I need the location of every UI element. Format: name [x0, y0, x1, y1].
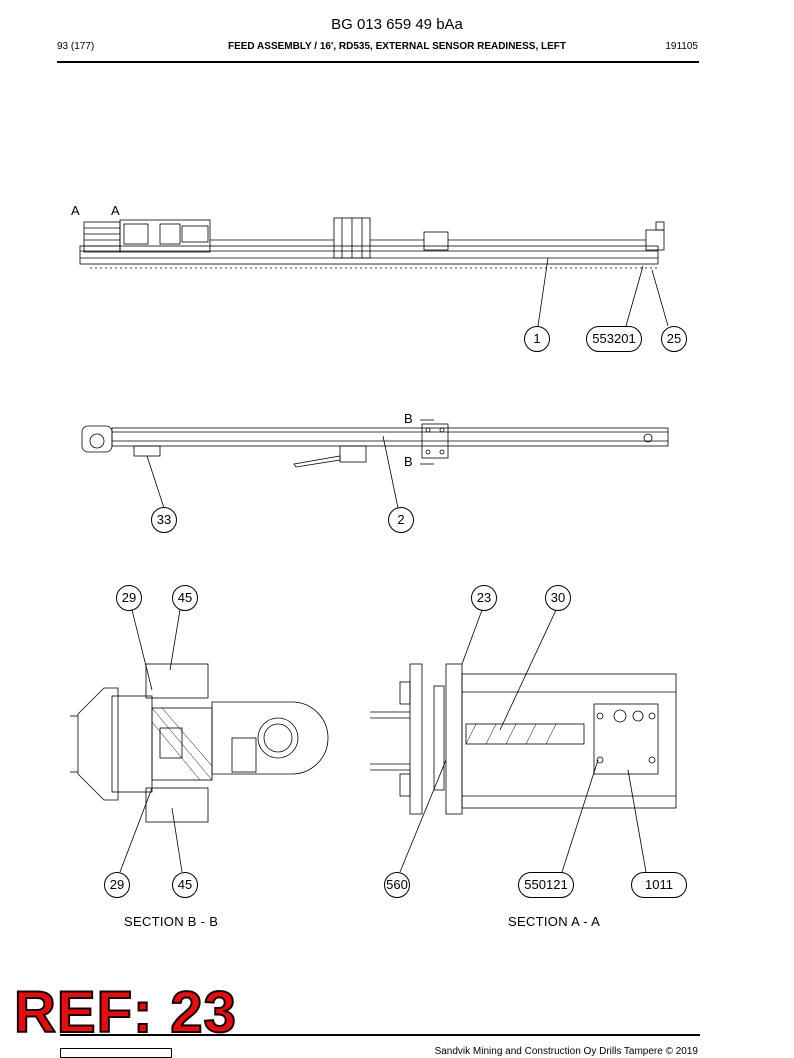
- view-letter-a-left: A: [71, 203, 80, 218]
- callout-label: 201: [614, 331, 636, 346]
- date-code: 191105: [665, 41, 698, 52]
- callout-label: 11: [659, 877, 673, 892]
- view-letter-a-right: A: [111, 203, 120, 218]
- callout-balloon: 560: [384, 872, 410, 898]
- view-letter-b-bottom: B: [404, 454, 413, 469]
- callout-balloon: 2: [388, 507, 414, 533]
- callout-balloon: 33: [151, 507, 177, 533]
- callout-balloon: 29: [104, 872, 130, 898]
- page-number: 93 (177): [57, 41, 95, 52]
- callout-balloon: 45: [172, 585, 198, 611]
- header-rule: [57, 61, 699, 63]
- callout-balloon: 1: [524, 326, 550, 352]
- callout-balloon-pair: 1011: [631, 872, 687, 898]
- callout-balloon: 23: [471, 585, 497, 611]
- callout-label: 553: [592, 331, 614, 346]
- footer-copyright: Sandvik Mining and Construction Oy Drill…: [434, 1046, 698, 1057]
- callout-balloon-pair: 553201: [586, 326, 642, 352]
- reference-stamp: REF: 23: [13, 980, 237, 1045]
- side-view-drawing: [81, 419, 669, 509]
- section-a-drawing: [370, 609, 677, 873]
- page-title: FEED ASSEMBLY / 16', RD535, EXTERNAL SEN…: [227, 41, 566, 52]
- callout-balloon: 45: [172, 872, 198, 898]
- section-a-label: SECTION A - A: [508, 914, 601, 929]
- footer-rule: [60, 1034, 700, 1036]
- top-view-drawing: [79, 217, 669, 327]
- section-b-drawing: [70, 609, 329, 873]
- callout-balloon: 30: [545, 585, 571, 611]
- document-code: BG 013 659 49 bAa: [331, 16, 463, 33]
- callout-balloon: 29: [116, 585, 142, 611]
- callout-label: 550: [524, 877, 546, 892]
- callout-balloon: 25: [661, 326, 687, 352]
- callout-balloon-pair: 550121: [518, 872, 574, 898]
- view-letter-b-top: B: [404, 411, 413, 426]
- section-b-label: SECTION B - B: [124, 914, 219, 929]
- callout-label: 10: [645, 877, 660, 892]
- callout-label: 121: [546, 877, 568, 892]
- company-logo: [60, 1048, 172, 1058]
